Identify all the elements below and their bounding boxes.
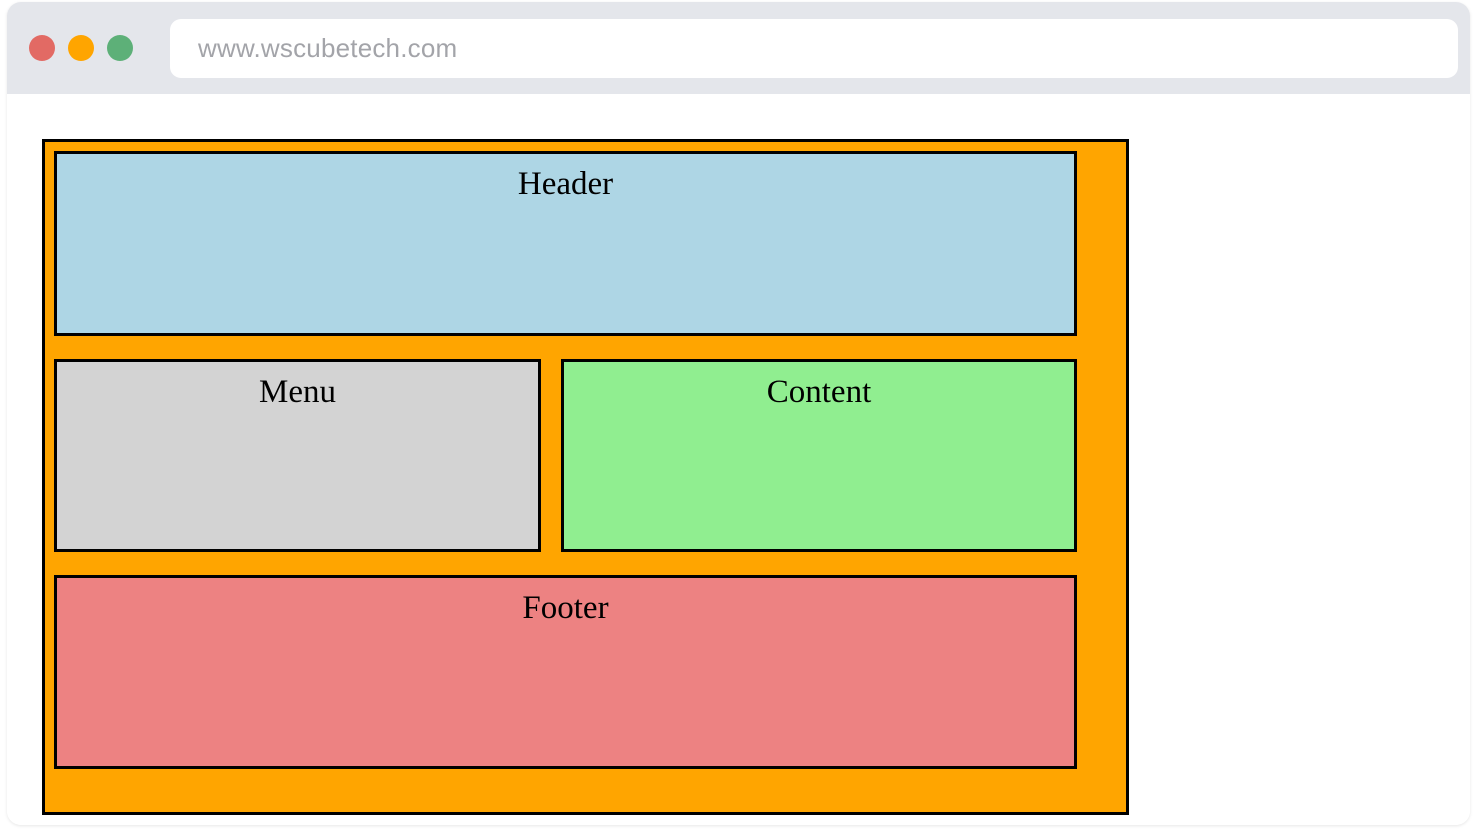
menu-section: Menu	[54, 359, 541, 552]
address-bar[interactable]: www.wscubetech.com	[170, 19, 1458, 78]
header-section: Header	[54, 151, 1077, 336]
middle-row: Menu Content	[54, 359, 1077, 552]
browser-chrome-bar: www.wscubetech.com	[7, 2, 1470, 94]
url-text: www.wscubetech.com	[198, 33, 458, 63]
maximize-window-button[interactable]	[107, 35, 133, 61]
page-viewport: Header Menu Content Footer	[7, 94, 1470, 825]
window-controls	[29, 35, 133, 61]
footer-section: Footer	[54, 575, 1077, 769]
minimize-window-button[interactable]	[68, 35, 94, 61]
layout-wireframe-container: Header Menu Content Footer	[42, 139, 1129, 815]
content-section: Content	[561, 359, 1077, 552]
close-window-button[interactable]	[29, 35, 55, 61]
browser-window: www.wscubetech.com Header Menu Content F…	[7, 2, 1470, 825]
